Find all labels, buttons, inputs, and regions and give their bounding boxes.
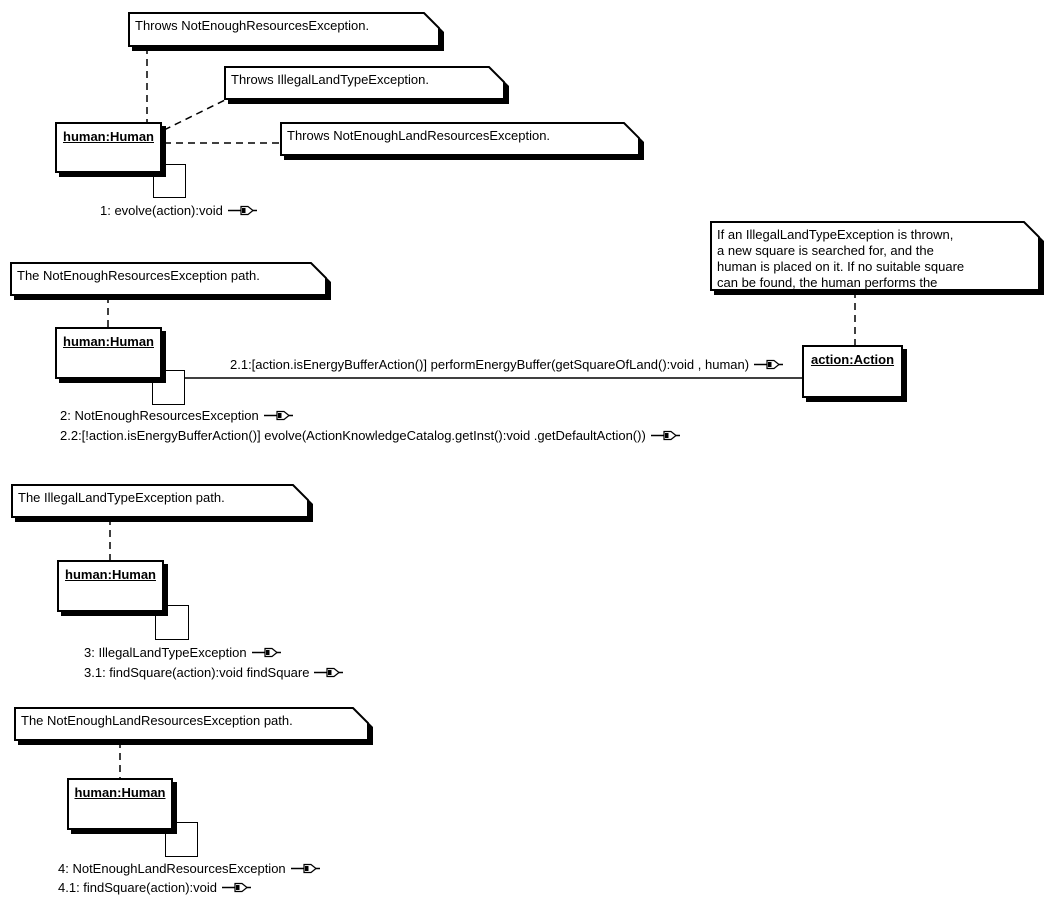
message-3-1[interactable]: 3.1: findSquare(action):void findSquare — [84, 666, 344, 680]
message-2-1[interactable]: 2.1:[action.isEnergyBufferAction()] perf… — [230, 358, 784, 372]
object-human-4[interactable]: human:Human — [67, 778, 173, 830]
note-text: Throws IllegalLandTypeException. — [231, 72, 430, 87]
note-line-1: If an IllegalLandTypeException is thrown… — [717, 227, 954, 242]
note-text: The IllegalLandTypeException path. — [18, 490, 225, 505]
message-2-2[interactable]: 2.2:[!action.isEnergyBufferAction()] evo… — [60, 429, 681, 443]
message-1[interactable]: 1: evolve(action):void — [100, 204, 258, 218]
anchor-note2-human1[interactable] — [163, 99, 226, 131]
message-arrow-icon — [251, 647, 281, 658]
note-illegallandtype-path[interactable]: The IllegalLandTypeException path. — [11, 484, 313, 522]
message-arrow-icon — [650, 430, 680, 441]
self-link-square-2[interactable] — [152, 370, 185, 405]
note-throws-notenoughresources[interactable]: Throws NotEnoughResourcesException. — [128, 12, 444, 51]
message-arrow-icon — [290, 863, 320, 874]
note-text: If an IllegalLandTypeException is thrown… — [710, 221, 1040, 291]
message-3[interactable]: 3: IllegalLandTypeException — [84, 646, 282, 660]
message-4-1[interactable]: 4.1: findSquare(action):void — [58, 881, 252, 895]
note-line-2: a new square is searched for, and the — [717, 243, 934, 258]
note-text: The NotEnoughLandResourcesException path… — [21, 713, 293, 728]
object-action[interactable]: action:Action — [802, 345, 903, 398]
object-human-2[interactable]: human:Human — [55, 327, 162, 379]
message-arrow-icon — [314, 667, 344, 678]
object-label: human:Human — [65, 567, 156, 582]
object-human-3[interactable]: human:Human — [57, 560, 164, 612]
note-text: The NotEnoughResourcesException path. — [17, 268, 260, 283]
message-arrow-icon — [227, 205, 257, 216]
note-notenoughresources-path[interactable]: The NotEnoughResourcesException path. — [10, 262, 331, 300]
message-text: 2.2:[!action.isEnergyBufferAction()] evo… — [60, 428, 646, 443]
note-notenoughlandresources-path[interactable]: The NotEnoughLandResourcesException path… — [14, 707, 373, 745]
note-line-4: can be found, the human performs the — [717, 275, 938, 290]
object-label: human:Human — [63, 334, 154, 349]
object-label: action:Action — [810, 352, 895, 367]
note-illegallandtype-comment[interactable]: If an IllegalLandTypeException is thrown… — [710, 221, 1044, 295]
message-text: 2: NotEnoughResourcesException — [60, 408, 259, 423]
message-arrow-icon — [221, 882, 251, 893]
message-text: 2.1:[action.isEnergyBufferAction()] perf… — [230, 357, 750, 372]
message-text: 1: evolve(action):void — [100, 203, 223, 218]
note-text: Throws NotEnoughResourcesException. — [135, 18, 370, 33]
message-text: 4.1: findSquare(action):void — [58, 880, 217, 895]
note-throws-illegallandtype[interactable]: Throws IllegalLandTypeException. — [224, 66, 509, 104]
note-line-3: human is placed on it. If no suitable sq… — [717, 259, 965, 274]
message-4[interactable]: 4: NotEnoughLandResourcesException — [58, 862, 321, 876]
message-text: 4: NotEnoughLandResourcesException — [58, 861, 286, 876]
message-arrow-icon — [263, 410, 293, 421]
message-arrow-icon — [754, 359, 784, 370]
note-text: Throws NotEnoughLandResourcesException. — [287, 128, 551, 143]
object-label: human:Human — [63, 129, 154, 144]
message-2[interactable]: 2: NotEnoughResourcesException — [60, 409, 294, 423]
message-text: 3.1: findSquare(action):void findSquare — [84, 665, 310, 680]
note-throws-notenoughlandresources[interactable]: Throws NotEnoughLandResourcesException. — [280, 122, 644, 160]
object-label: human:Human — [74, 785, 166, 800]
message-text: 3: IllegalLandTypeException — [84, 645, 247, 660]
object-human-1[interactable]: human:Human — [55, 122, 162, 173]
